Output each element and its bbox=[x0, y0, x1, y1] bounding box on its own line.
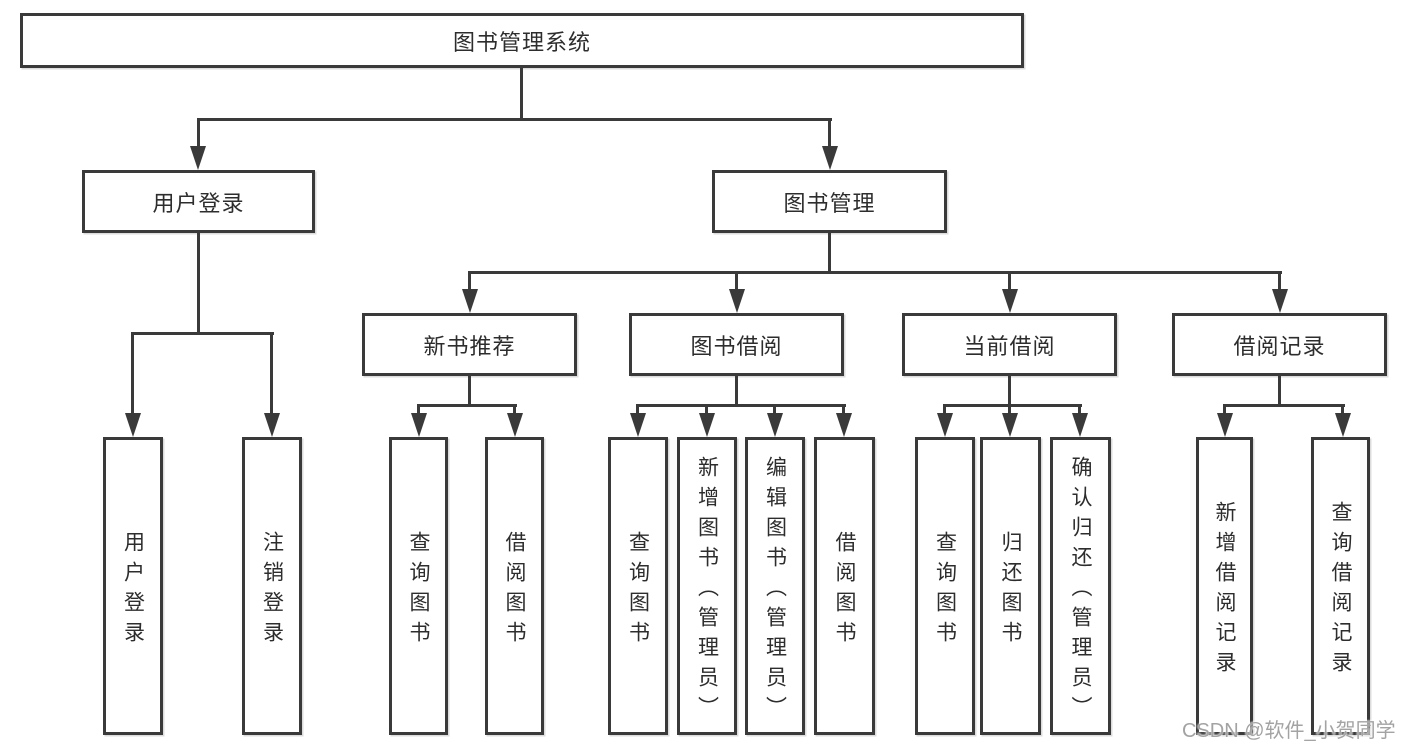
connector-line bbox=[735, 376, 738, 407]
arrow-down-icon bbox=[699, 413, 715, 437]
leaf-borrow-books-newbooks-label: 借阅图书 bbox=[503, 530, 526, 651]
connector-line bbox=[943, 404, 1082, 407]
leaf-query-books-current-label: 查询图书 bbox=[933, 530, 957, 651]
node-book-borrowing-label: 图书借阅 bbox=[690, 333, 783, 359]
node-current-borrowing-label: 当前借阅 bbox=[963, 333, 1056, 359]
connector-line bbox=[828, 118, 831, 149]
leaf-borrow-books-borrowing: 借阅图书 bbox=[814, 437, 875, 735]
leaf-query-books-newbooks-label: 查询图书 bbox=[407, 530, 430, 651]
node-user-login: 用户登录 bbox=[82, 170, 315, 233]
connector-line bbox=[705, 404, 708, 415]
leaf-add-borrow-record: 新增借阅记录 bbox=[1196, 437, 1253, 735]
connector-line bbox=[468, 271, 1282, 274]
connector-line bbox=[197, 233, 200, 335]
connector-line bbox=[1223, 404, 1226, 415]
leaf-edit-books-admin-label: 编辑图书（管理员） bbox=[763, 455, 787, 726]
leaf-add-borrow-record-label: 新增借阅记录 bbox=[1213, 500, 1236, 681]
leaf-query-books-borrowing: 查询图书 bbox=[608, 437, 668, 735]
connector-line bbox=[131, 332, 274, 335]
connector-line bbox=[417, 404, 517, 407]
arrow-down-icon bbox=[836, 413, 852, 437]
connector-line bbox=[1278, 271, 1281, 291]
leaf-return-books: 归还图书 bbox=[980, 437, 1041, 735]
node-book-management: 图书管理 bbox=[712, 170, 947, 233]
watermark-text: CSDN @软件_小贺同学 bbox=[1182, 720, 1396, 742]
arrow-down-icon bbox=[767, 413, 783, 437]
connector-line bbox=[131, 332, 134, 415]
arrow-down-icon bbox=[411, 413, 427, 437]
leaf-query-borrow-record-label: 查询借阅记录 bbox=[1329, 500, 1352, 681]
node-book-borrowing: 图书借阅 bbox=[629, 313, 844, 376]
connector-line bbox=[828, 233, 831, 274]
leaf-query-books-current: 查询图书 bbox=[915, 437, 975, 735]
connector-line bbox=[1223, 404, 1345, 407]
leaf-add-books-admin-label: 新增图书（管理员） bbox=[695, 455, 719, 726]
connector-line bbox=[1008, 376, 1011, 407]
node-current-borrowing: 当前借阅 bbox=[902, 313, 1117, 376]
connector-line bbox=[197, 118, 832, 121]
leaf-edit-books-admin: 编辑图书（管理员） bbox=[745, 437, 805, 735]
connector-line bbox=[636, 404, 846, 407]
connector-line bbox=[1008, 404, 1011, 415]
leaf-confirm-return-admin: 确认归还（管理员） bbox=[1050, 437, 1111, 735]
arrow-down-icon bbox=[1272, 289, 1288, 313]
leaf-query-books-borrowing-label: 查询图书 bbox=[626, 530, 650, 651]
leaf-query-books-newbooks: 查询图书 bbox=[389, 437, 448, 735]
connector-line bbox=[270, 332, 273, 415]
node-book-management-label: 图书管理 bbox=[783, 190, 876, 216]
connector-line bbox=[520, 68, 523, 121]
leaf-borrow-books-borrowing-label: 借阅图书 bbox=[833, 530, 856, 651]
arrow-down-icon bbox=[822, 146, 838, 170]
connector-line bbox=[1008, 271, 1011, 291]
arrow-down-icon bbox=[630, 413, 646, 437]
leaf-logout: 注销登录 bbox=[242, 437, 302, 735]
connector-line bbox=[1341, 404, 1344, 415]
connector-line bbox=[636, 404, 639, 415]
node-new-book-recommend-label: 新书推荐 bbox=[423, 333, 516, 359]
connector-line bbox=[842, 404, 845, 415]
arrow-down-icon bbox=[462, 289, 478, 313]
leaf-return-books-label: 归还图书 bbox=[999, 530, 1022, 651]
arrow-down-icon bbox=[1335, 413, 1351, 437]
leaf-add-books-admin: 新增图书（管理员） bbox=[677, 437, 737, 735]
connector-line bbox=[943, 404, 946, 415]
arrow-down-icon bbox=[125, 413, 141, 437]
arrow-down-icon bbox=[937, 413, 953, 437]
node-user-login-label: 用户登录 bbox=[152, 190, 245, 216]
connector-line bbox=[417, 404, 420, 415]
connector-line bbox=[513, 404, 516, 415]
leaf-query-borrow-record: 查询借阅记录 bbox=[1311, 437, 1370, 735]
connector-line bbox=[468, 271, 471, 291]
node-borrowing-records-label: 借阅记录 bbox=[1233, 333, 1326, 359]
leaf-confirm-return-admin-label: 确认归还（管理员） bbox=[1069, 455, 1092, 726]
node-new-book-recommend: 新书推荐 bbox=[362, 313, 577, 376]
arrow-down-icon bbox=[1217, 413, 1233, 437]
connector-line bbox=[735, 271, 738, 291]
connector-line bbox=[197, 118, 200, 149]
connector-line bbox=[468, 376, 471, 407]
connector-line bbox=[1278, 376, 1281, 407]
leaf-logout-label: 注销登录 bbox=[260, 530, 284, 651]
arrow-down-icon bbox=[1002, 413, 1018, 437]
node-borrowing-records: 借阅记录 bbox=[1172, 313, 1387, 376]
connector-line bbox=[1078, 404, 1081, 415]
arrow-down-icon bbox=[507, 413, 523, 437]
arrow-down-icon bbox=[264, 413, 280, 437]
leaf-user-login: 用户登录 bbox=[103, 437, 163, 735]
node-library-management-system: 图书管理系统 bbox=[20, 13, 1024, 68]
arrow-down-icon bbox=[190, 146, 206, 170]
leaf-borrow-books-newbooks: 借阅图书 bbox=[485, 437, 544, 735]
connector-line bbox=[773, 404, 776, 415]
node-library-management-system-label: 图书管理系统 bbox=[452, 29, 591, 55]
leaf-user-login-label: 用户登录 bbox=[121, 530, 145, 651]
arrow-down-icon bbox=[1002, 289, 1018, 313]
arrow-down-icon bbox=[1072, 413, 1088, 437]
arrow-down-icon bbox=[729, 289, 745, 313]
